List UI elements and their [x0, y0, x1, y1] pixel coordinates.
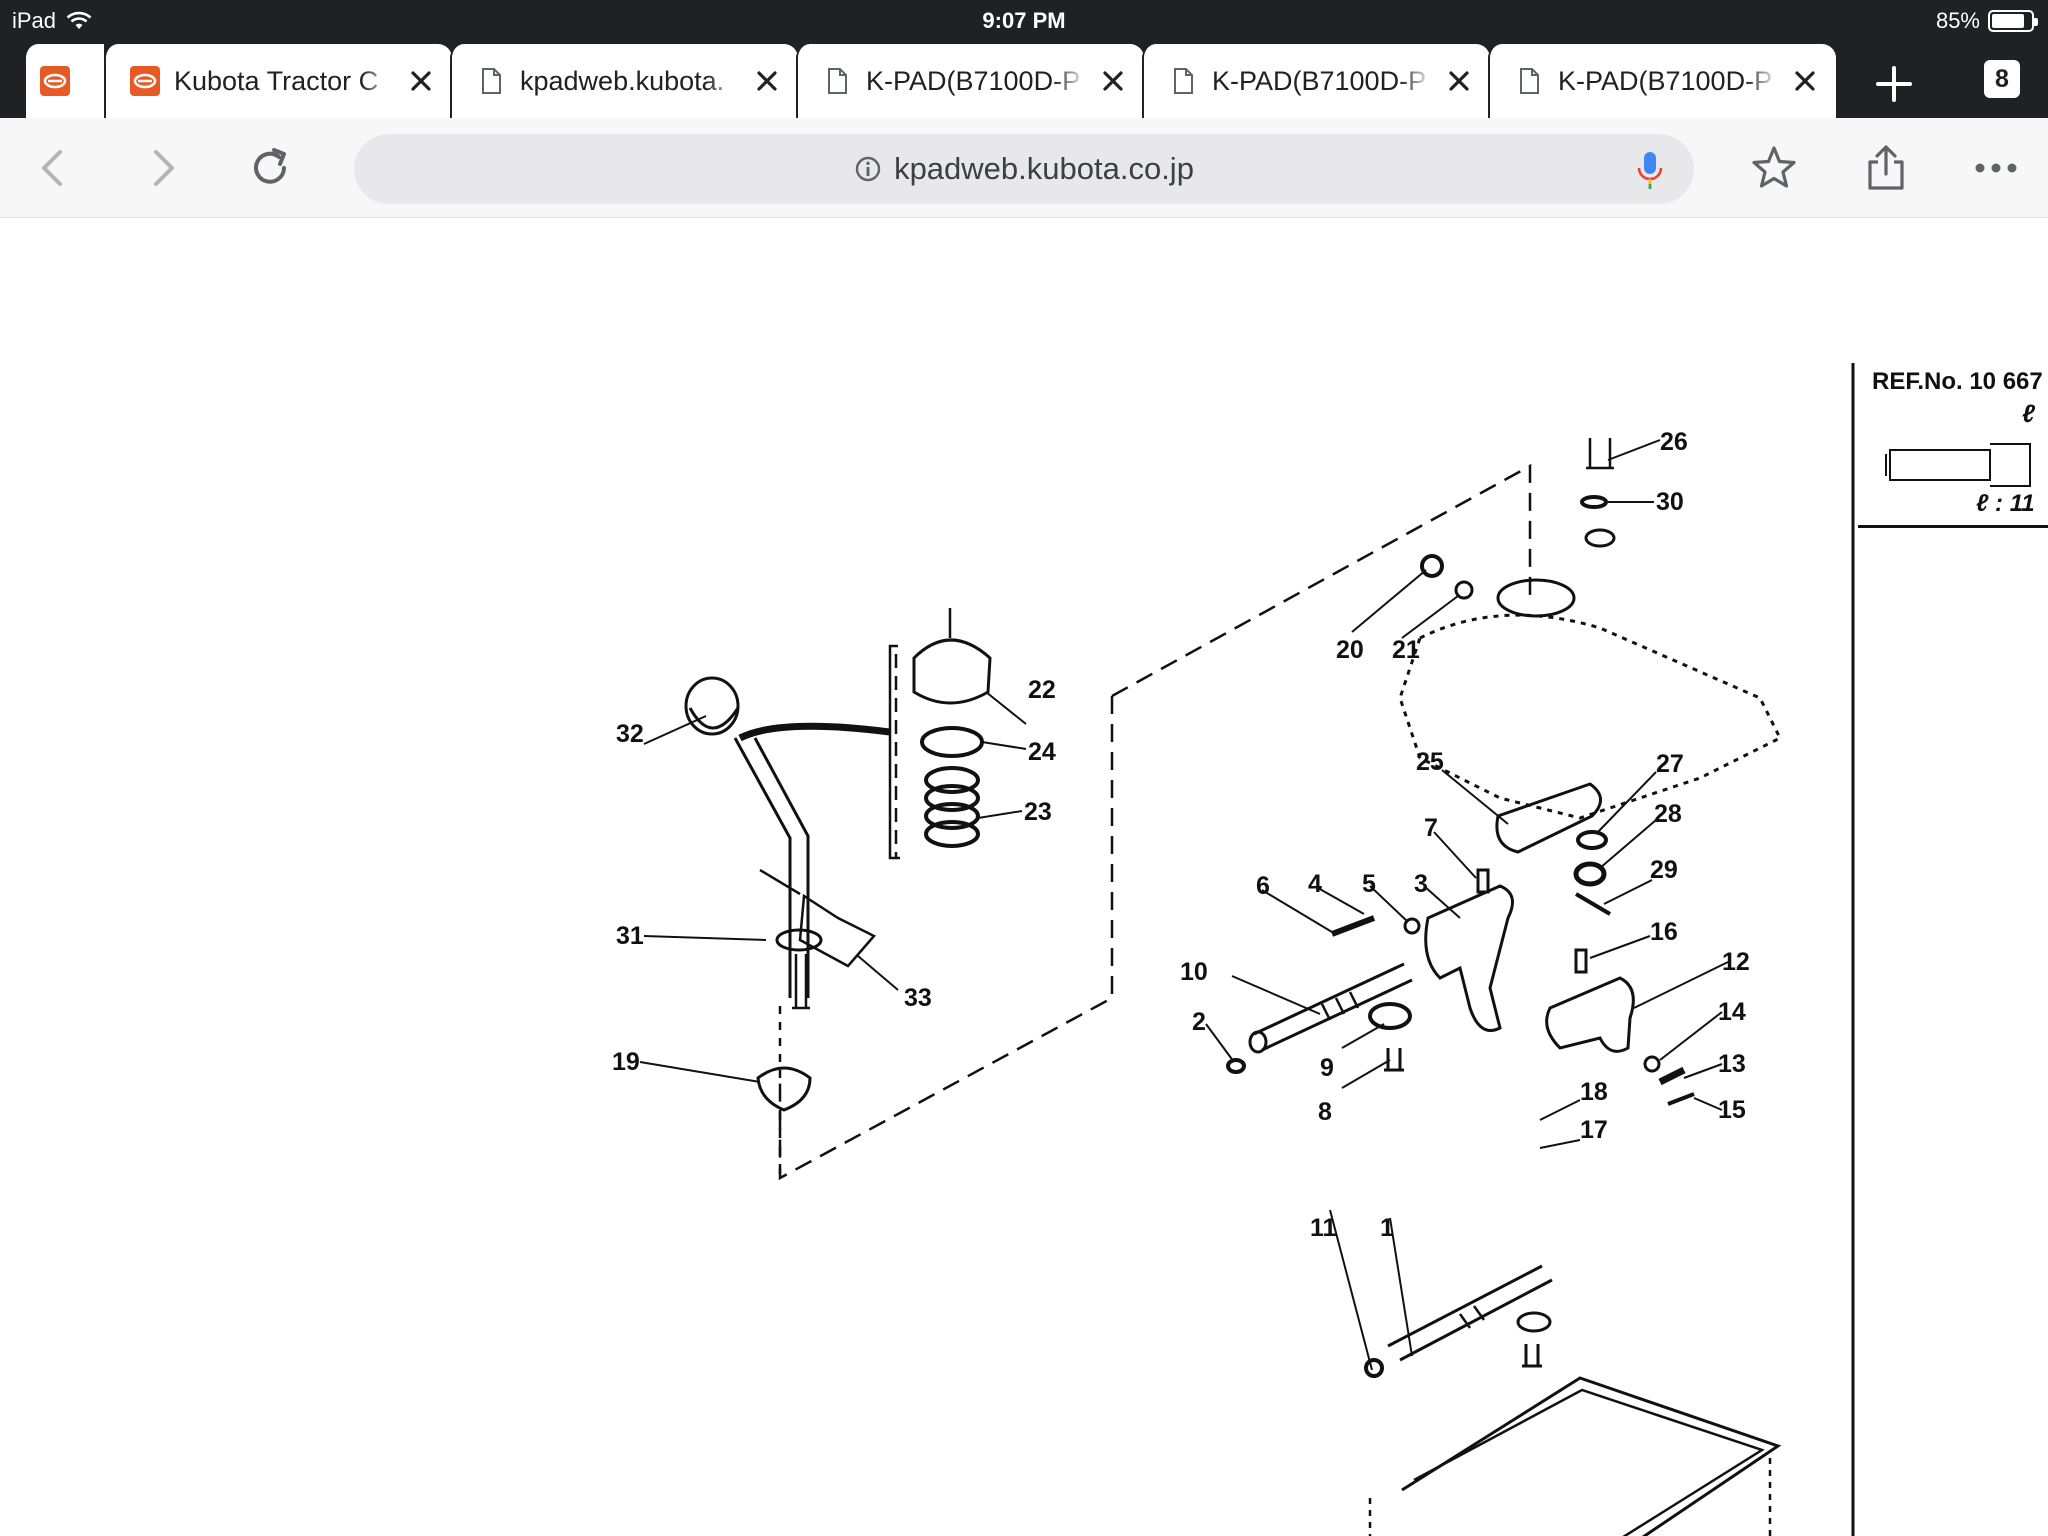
callout-29: 29: [1650, 856, 1678, 884]
close-tab-icon[interactable]: [752, 66, 782, 96]
callout-4: 4: [1308, 870, 1322, 898]
page-icon: [482, 68, 501, 94]
tab-stack-edge[interactable]: [24, 44, 104, 118]
callout-1: 1: [1380, 1214, 1394, 1242]
tab-title: K-PAD(B7100D-P: [1212, 65, 1427, 96]
callout-17: 17: [1580, 1116, 1608, 1144]
callout-30: 30: [1656, 488, 1684, 516]
diagram-linework: [684, 363, 2031, 1536]
tab-2[interactable]: kpadweb.kubota.: [450, 44, 798, 118]
callout-8: 8: [1318, 1098, 1332, 1126]
tab-4[interactable]: K-PAD(B7100D-P: [1142, 44, 1490, 118]
tab-1[interactable]: Kubota Tractor C: [104, 44, 452, 118]
parts-diagram: 32 31 33 19 22 24 23 26 30 20 21 25 27 2…: [612, 363, 2036, 1536]
status-bar: iPad 9:07 PM 85%: [0, 0, 2048, 40]
url-text: kpadweb.kubota.co.jp: [894, 151, 1194, 186]
callout-33: 33: [904, 984, 932, 1012]
device-name: iPad: [12, 8, 57, 33]
callout-20: 20: [1336, 636, 1364, 664]
callout-7: 7: [1424, 814, 1438, 842]
close-tab-icon[interactable]: [1444, 66, 1474, 96]
voice-search-icon[interactable]: [1636, 150, 1664, 190]
leader-lines: [639, 439, 1729, 1371]
battery-percent: 85%: [1935, 8, 1980, 33]
callout-10: 10: [1180, 958, 1208, 986]
callout-23: 23: [1024, 798, 1052, 826]
callout-labels: 32 31 33 19 22 24 23 26 30 20 21 25 27 2…: [612, 428, 1750, 1242]
tab-title: K-PAD(B7100D-P: [1558, 65, 1773, 96]
tab-title: K-PAD(B7100D-P: [866, 65, 1081, 96]
back-icon[interactable]: [28, 142, 80, 194]
callout-25: 25: [1416, 748, 1444, 776]
callout-2: 2: [1192, 1008, 1206, 1036]
share-icon[interactable]: [1860, 142, 1912, 194]
callout-16: 16: [1650, 918, 1678, 946]
info-icon[interactable]: [854, 155, 882, 183]
callout-5: 5: [1362, 870, 1376, 898]
callout-24: 24: [1028, 738, 1056, 766]
reference-length: ℓ : 11: [1976, 490, 2035, 517]
callout-27: 27: [1656, 750, 1684, 778]
callout-32: 32: [616, 720, 644, 748]
forward-icon[interactable]: [136, 142, 188, 194]
callout-28: 28: [1654, 800, 1682, 828]
close-tab-icon[interactable]: [1790, 66, 1820, 96]
bookmark-star-icon[interactable]: [1748, 142, 1800, 194]
callout-21: 21: [1392, 636, 1420, 664]
reference-box: REF.No. 10 667 ℓ : 11: [1858, 358, 2048, 528]
callout-11: 11: [1310, 1214, 1337, 1242]
callout-6: 6: [1256, 872, 1270, 900]
more-menu-icon[interactable]: [1970, 142, 2022, 194]
callout-9: 9: [1320, 1054, 1334, 1082]
kubota-logo-icon: [40, 66, 70, 96]
page-content[interactable]: 32 31 33 19 22 24 23 26 30 20 21 25 27 2…: [0, 218, 2048, 1536]
address-bar[interactable]: kpadweb.kubota.co.jp: [354, 134, 1694, 204]
callout-12: 12: [1722, 948, 1750, 976]
battery-fill: [1992, 14, 2025, 28]
close-tab-icon[interactable]: [1098, 66, 1128, 96]
tab-5-active[interactable]: K-PAD(B7100D-P: [1488, 44, 1836, 118]
tab-strip: Kubota Tractor C kpadweb.kubota. K-PAD(B…: [0, 40, 2048, 118]
tab-3[interactable]: K-PAD(B7100D-P: [796, 44, 1144, 118]
clock: 9:07 PM: [982, 8, 1066, 33]
status-right: 85%: [1935, 8, 2038, 34]
tab-switcher-button[interactable]: 8: [1984, 60, 2020, 98]
battery-icon: [1988, 10, 2038, 32]
callout-26: 26: [1660, 428, 1688, 456]
callout-15: 15: [1718, 1096, 1746, 1124]
page-icon: [1520, 68, 1539, 94]
tab-title: kpadweb.kubota.: [520, 65, 725, 96]
reload-icon[interactable]: [244, 142, 296, 194]
status-left: iPad: [12, 8, 92, 34]
callout-31: 31: [616, 922, 644, 950]
callout-19: 19: [612, 1048, 640, 1076]
page-icon: [1174, 68, 1193, 94]
callout-18: 18: [1580, 1078, 1608, 1106]
new-tab-icon[interactable]: [1870, 60, 1918, 108]
callout-22: 22: [1028, 676, 1056, 704]
close-tab-icon[interactable]: [406, 66, 436, 96]
callout-13: 13: [1718, 1050, 1746, 1078]
browser-toolbar: kpadweb.kubota.co.jp: [0, 118, 2048, 218]
kubota-logo-icon: [130, 66, 160, 96]
page-icon: [828, 68, 847, 94]
wifi-icon: [66, 11, 92, 29]
reference-title: REF.No. 10 667: [1872, 368, 2043, 395]
callout-3: 3: [1414, 870, 1428, 898]
ref-symbol: ℓ: [2022, 400, 2036, 428]
tab-title: Kubota Tractor C: [174, 65, 379, 96]
address-bar-content: kpadweb.kubota.co.jp: [354, 134, 1694, 204]
callout-14: 14: [1718, 998, 1746, 1026]
